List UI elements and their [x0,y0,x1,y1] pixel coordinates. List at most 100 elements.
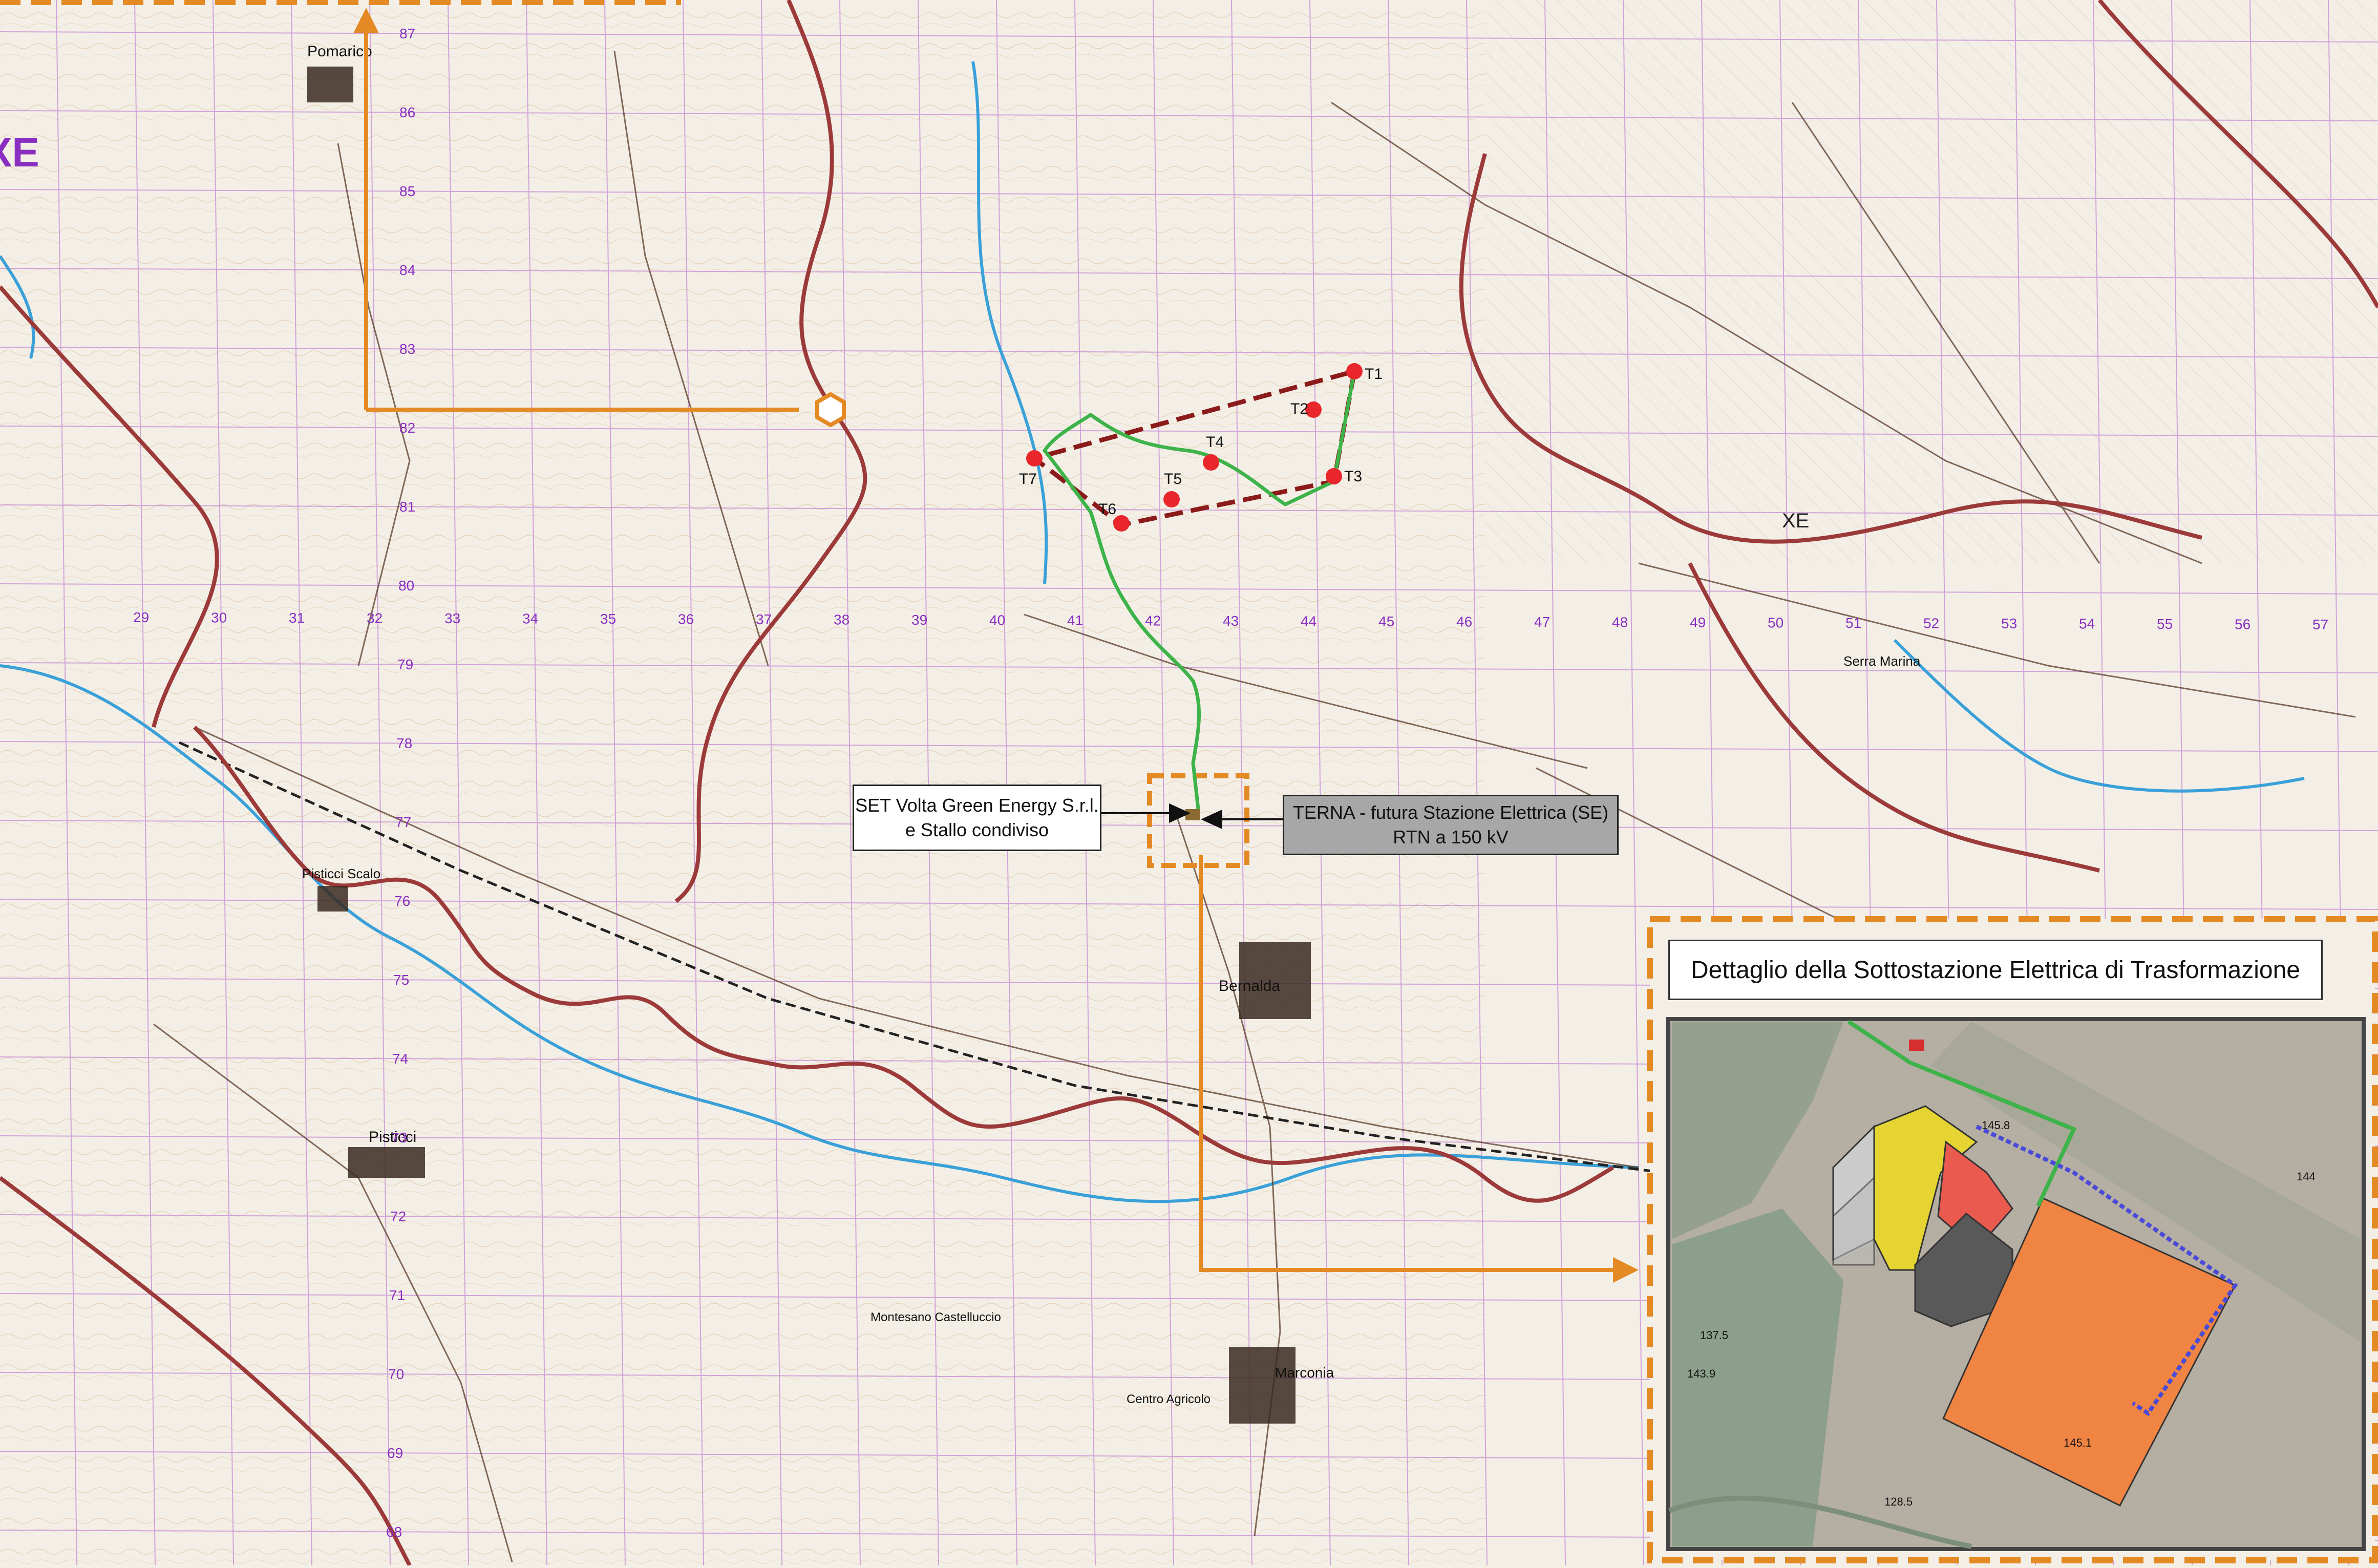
region-label-right: XE [1782,510,1809,532]
railway [178,741,1665,1174]
grid-line-horizontal [0,820,2378,831]
place-pisticci: Pisticci [369,1129,416,1146]
hexagon-marker-icon [815,392,846,428]
grid-line-horizontal [0,268,2378,279]
grid-line-vertical [604,0,626,1566]
grid-number-northing: 78 [396,735,412,751]
river-bradano [971,61,1048,584]
turbine-marker-t5 [1163,491,1180,507]
set-callout-text: SET Volta Green Energy S.r.l. e Stallo c… [855,795,1099,840]
grid-line-vertical [526,0,547,1566]
grid-number-northing: 71 [389,1287,405,1303]
terna-callout: TERNA - futura Stazione Elettrica (SE) R… [1283,795,1619,855]
substation-marker [1185,809,1200,820]
grid-number-easting: 40 [989,612,1005,628]
grid-number-northing: 74 [392,1051,408,1067]
callout-arrows [1096,803,1283,830]
grid-number-northing: 84 [399,262,415,278]
grid-number-northing: 69 [387,1445,403,1461]
plain-hatching [1485,0,2378,563]
towns [307,67,1311,1424]
grid-line-vertical [1623,0,1644,1566]
grid-line-vertical [134,0,156,1566]
place-serra-marina: Serra Marina [1843,653,1921,669]
place-pomarico: Pomarico [307,43,372,60]
arrow-right [1613,1257,1639,1283]
town-marconia [1229,1347,1296,1424]
grid-number-easting: 39 [911,612,927,628]
grid-number-easting: 30 [211,610,227,626]
grid-number-easting: 47 [1534,614,1550,630]
elev-6: 128.5 [1884,1495,1913,1508]
grid-number-easting: 36 [678,611,694,627]
grid-number-easting: 32 [367,610,383,626]
cable-route [1042,371,1356,810]
grid-line-vertical [1388,0,1409,1566]
town-pisticci-scalo [317,886,348,912]
grid-number-northing: 82 [399,420,415,436]
elev-3: 137.5 [1700,1329,1728,1342]
turbine-label-t3: T3 [1344,468,1362,485]
turbine-label-t5: T5 [1164,471,1182,488]
grid-number-easting: 43 [1223,613,1239,629]
turbine-marker-t6 [1113,515,1130,532]
grid-line-vertical [1466,0,1488,1566]
grid-line-horizontal [0,347,2378,358]
grid-number-northing: 86 [399,104,415,120]
grid-line-horizontal [0,899,2378,910]
grid-number-easting: 41 [1067,612,1083,628]
elev-2: 144 [2297,1170,2316,1183]
grid-line-horizontal [0,504,2378,516]
inset-satellite [1666,1017,2366,1551]
elev-4: 143.9 [1687,1367,1715,1380]
turbine-marker-t1 [1346,363,1363,379]
grid-number-easting: 50 [1768,615,1784,631]
grid-number-northing: 83 [399,341,415,357]
grid-number-easting: 37 [756,611,772,627]
grid-line-vertical [839,0,861,1566]
grid-number-easting: 52 [1923,616,1939,631]
grid-line-vertical [683,0,704,1566]
grid-line-horizontal [0,189,2378,200]
grid-line-vertical [1153,0,1174,1566]
grid-line-vertical [1074,0,1096,1566]
terna-callout-text: TERNA - futura Stazione Elettrica (SE) R… [1292,802,1609,847]
grid-line-horizontal [0,426,2378,437]
grid-number-easting: 45 [1378,613,1394,629]
grid-line-horizontal [0,741,2378,752]
arrow-up [353,8,379,33]
grid-number-easting: 46 [1456,614,1472,630]
grid-line-vertical [1231,0,1252,1566]
grid-number-easting: 34 [522,611,538,627]
turbine-marker-t2 [1305,401,1322,418]
grid-number-easting: 31 [289,610,305,626]
grid-number-northing: 70 [388,1366,404,1382]
elev-1: 145.8 [1982,1119,2010,1132]
grid-number-northing: 81 [399,499,415,515]
place-centro-agricolo: Centro Agricolo [1127,1392,1211,1406]
grid-line-vertical [56,0,77,1566]
grid-number-northing: 80 [398,578,414,594]
grid-number-northing: 76 [394,893,410,909]
boundary-pomarico [674,0,867,903]
grid-number-northing: 77 [395,814,411,830]
grid-line-vertical [918,0,939,1566]
boundary-south [0,1176,412,1566]
inset-elevations: 145.8 144 137.5 143.9 145.1 128.5 [1687,1119,2316,1508]
grid-number-easting: 55 [2157,616,2173,632]
turbine-marker-t3 [1326,468,1342,484]
grid-number-northing: 73 [391,1130,407,1146]
town-pomarico [307,67,353,102]
grid-number-easting: 29 [133,609,149,625]
place-pisticci-scalo: Pisticci Scalo [302,866,380,881]
boundary-north [2097,0,2378,308]
turbine-label-t4: T4 [1206,434,1224,451]
grid-number-easting: 35 [600,611,616,627]
grid-number-northing: 85 [399,183,415,199]
rivers [0,61,2305,1203]
turbine-label-t7: T7 [1019,471,1037,488]
town-bernalda [1239,942,1311,1019]
grid-number-easting: 33 [444,610,460,626]
